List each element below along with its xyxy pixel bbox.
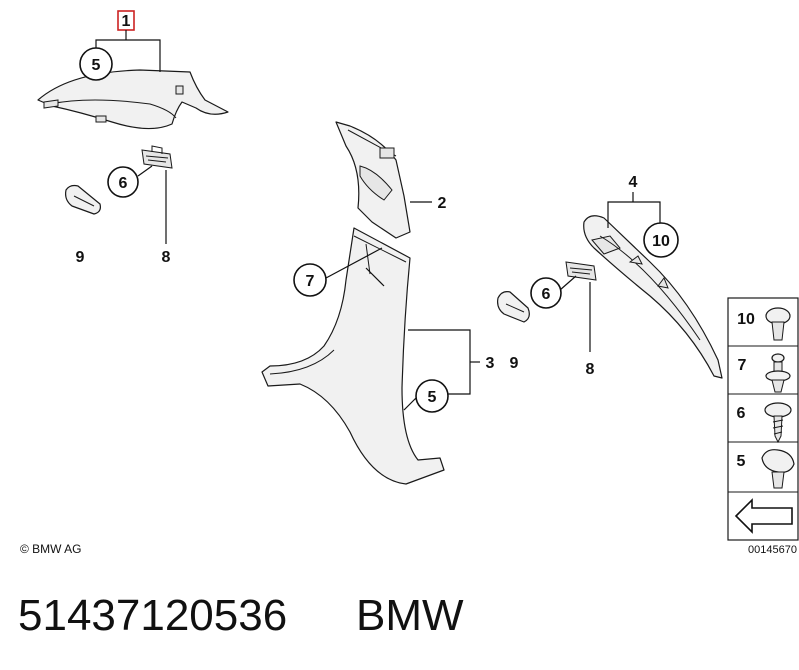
- expanding-rivet-icon: [765, 353, 791, 393]
- a-pillar-trim-drawing: [37, 69, 229, 130]
- bubble-clip-5-mid: [415, 379, 449, 413]
- bubble-clip-5-top: [79, 47, 113, 81]
- b-pillar-upper-trim-drawing: [335, 121, 411, 239]
- bubble-clip-10: [643, 222, 679, 258]
- bubble-screw-6-top: [107, 166, 139, 198]
- copyright-text: © BMW AG: [20, 542, 82, 556]
- svg-text:6: 6: [542, 286, 551, 303]
- label-badge-9-top: 9: [76, 249, 85, 266]
- svg-text:5: 5: [428, 389, 437, 406]
- flange-screw-icon: [764, 402, 792, 444]
- bracket-drawing-right: [565, 261, 597, 281]
- legend-label-10: 10: [737, 311, 755, 328]
- svg-text:7: 7: [306, 273, 315, 290]
- label-upper-trim-2: 2: [438, 195, 447, 212]
- svg-text:5: 5: [92, 57, 101, 74]
- push-clip-icon: [765, 307, 791, 341]
- svg-text:6: 6: [119, 175, 128, 192]
- brand-name: BMW: [356, 591, 464, 640]
- bubble-screw-6-right: [530, 277, 562, 309]
- svg-text:10: 10: [652, 233, 670, 250]
- drawing-number: 00145670: [748, 544, 797, 556]
- c-pillar-trim-drawing: [583, 215, 723, 379]
- direction-arrow-icon: [734, 498, 793, 534]
- label-lower-trim-3: 3: [486, 355, 495, 372]
- airbag-badge-drawing-mid: [497, 291, 530, 323]
- label-group-4: 4: [629, 174, 638, 191]
- fastener-legend: [727, 297, 799, 541]
- label-bracket-8-right: 8: [586, 361, 595, 378]
- label-group-1: 1: [122, 13, 131, 30]
- b-pillar-lower-trim-drawing: [261, 227, 445, 485]
- legend-label-6: 6: [737, 405, 746, 422]
- label-bracket-8-top: 8: [162, 249, 171, 266]
- legend-label-7: 7: [738, 357, 747, 374]
- bubble-rivet-7: [293, 263, 327, 297]
- bracket-drawing-top: [141, 145, 173, 169]
- airbag-badge-drawing-top: [65, 184, 101, 215]
- label-badge-9-mid: 9: [510, 355, 519, 372]
- legend-label-5: 5: [737, 453, 746, 470]
- part-number: 51437120536: [18, 591, 287, 640]
- spring-clip-icon: [761, 449, 795, 489]
